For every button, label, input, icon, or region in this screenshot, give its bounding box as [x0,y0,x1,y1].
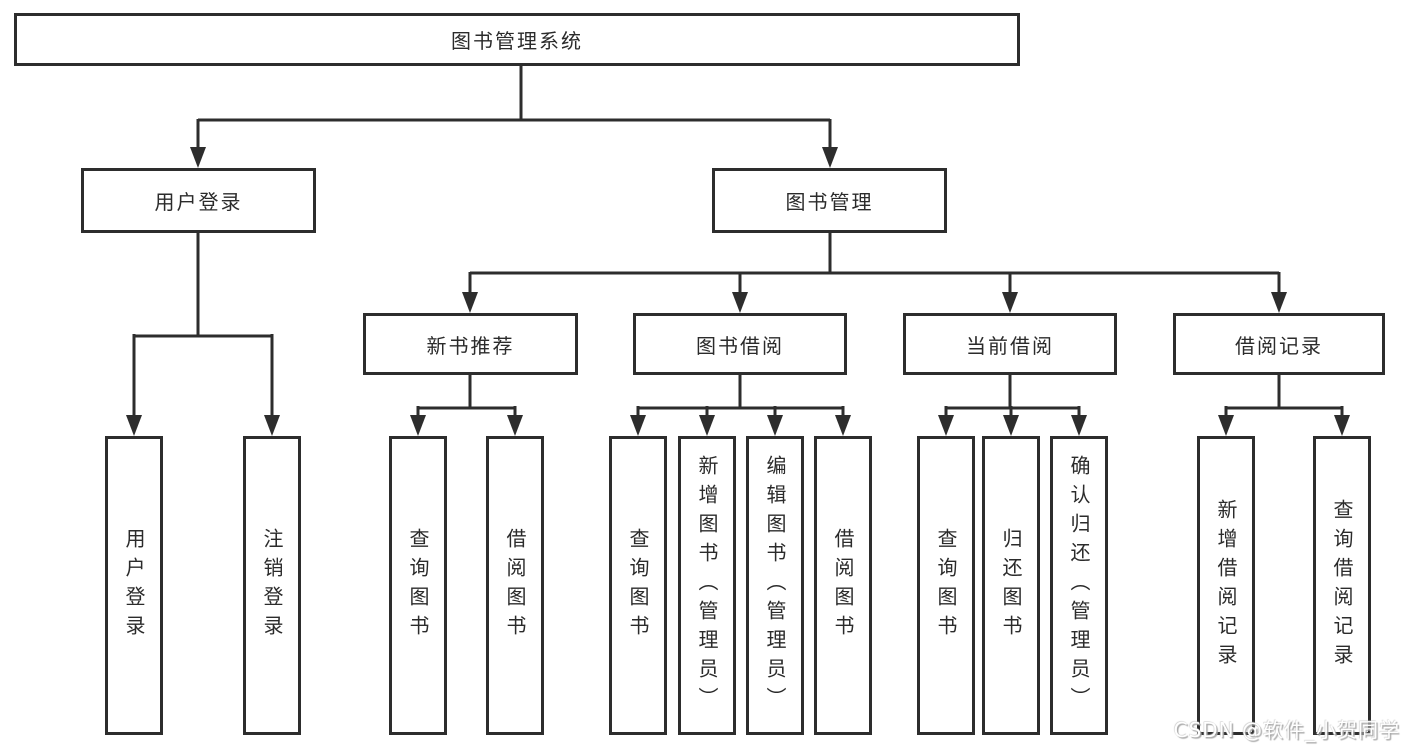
arrow-down-icon [1002,292,1018,313]
node-label: 查询借阅记录 [1330,498,1354,673]
leaf-borrow-books: 借阅图书 [814,436,872,735]
arrow-down-icon [507,415,523,436]
arrow-down-icon [835,415,851,436]
node-book-borrowing: 图书借阅 [633,313,847,375]
node-label: 新增借阅记录 [1214,498,1238,673]
arrow-down-icon [1071,415,1087,436]
node-borrowing-records: 借阅记录 [1173,313,1385,375]
node-label: 新书推荐 [426,333,515,358]
leaf-add-books-admin: 新增图书（管理员） [678,436,736,735]
arrow-down-icon [699,415,715,436]
node-label: 借阅记录 [1235,333,1323,358]
leaf-user-login: 用户登录 [105,436,163,735]
leaf-logout: 注销登录 [243,436,301,735]
leaf-query-books-recommend: 查询图书 [389,436,447,735]
arrow-down-icon [1218,415,1234,436]
node-label: 图书管理系统 [451,29,583,53]
node-label: 编辑图书（管理员） [763,455,787,716]
leaf-query-books-borrow: 查询图书 [609,436,667,735]
arrow-down-icon [732,292,748,313]
node-library-management-system: 图书管理系统 [14,13,1020,66]
node-new-book-recommendation: 新书推荐 [363,313,578,375]
leaf-edit-books-admin: 编辑图书（管理员） [746,436,804,735]
node-label: 确认归还（管理员） [1067,455,1091,716]
arrow-down-icon [1334,415,1350,436]
node-label: 归还图书 [999,527,1023,644]
arrow-down-icon [767,415,783,436]
node-label: 借阅图书 [503,527,527,644]
leaf-query-borrow-record: 查询借阅记录 [1313,436,1371,735]
node-label: 当前借阅 [966,333,1054,358]
leaf-query-books-current: 查询图书 [917,436,975,735]
arrow-down-icon [822,147,838,168]
node-label: 用户登录 [154,190,243,214]
node-label: 图书管理 [785,190,874,214]
node-label: 查询图书 [406,527,430,644]
node-label: 用户登录 [122,527,146,644]
node-label: 图书借阅 [696,333,784,358]
arrow-down-icon [190,147,206,168]
arrow-down-icon [938,415,954,436]
node-book-management: 图书管理 [712,168,947,233]
arrow-down-icon [1271,292,1287,313]
node-label: 查询图书 [934,527,958,644]
leaf-confirm-return-admin: 确认归还（管理员） [1050,436,1108,735]
node-label: 借阅图书 [831,527,855,644]
node-label: 查询图书 [626,527,650,644]
arrow-down-icon [462,292,478,313]
node-user-login: 用户登录 [81,168,316,233]
arrow-down-icon [630,415,646,436]
arrow-down-icon [264,415,280,436]
csdn-watermark: CSDN @软件_小贺同学 [1173,718,1400,742]
node-label: 新增图书（管理员） [695,455,719,716]
node-current-borrowing: 当前借阅 [903,313,1117,375]
leaf-add-borrow-record: 新增借阅记录 [1197,436,1255,735]
arrow-down-icon [126,415,142,436]
leaf-borrow-books-recommend: 借阅图书 [486,436,544,735]
node-label: 注销登录 [260,527,284,644]
arrow-down-icon [410,415,426,436]
arrow-down-icon [1003,415,1019,436]
leaf-return-books: 归还图书 [982,436,1040,735]
